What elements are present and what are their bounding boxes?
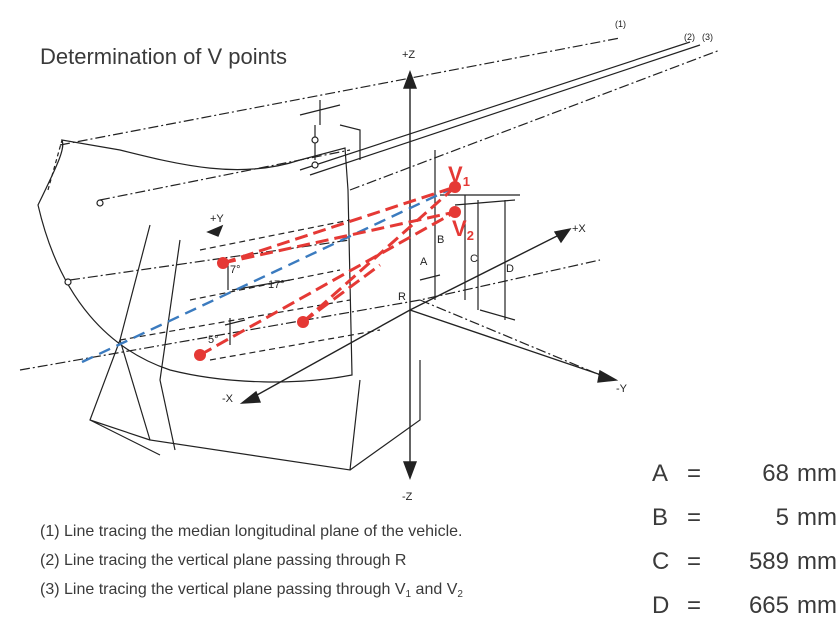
eye-point-lower — [194, 349, 206, 361]
line-marker-1: (1) — [615, 19, 626, 29]
sight-line-v1-lower — [302, 185, 456, 324]
v2-point — [449, 206, 461, 218]
minus-z-label: -Z — [402, 491, 413, 503]
z-axis-arrow-down — [402, 461, 418, 480]
lower-projection-lines — [19, 259, 601, 376]
minus-x-label: -X — [222, 393, 234, 405]
r-label: R — [398, 291, 406, 303]
plus-y-label: +Y — [210, 213, 224, 225]
angle-5-label: 5° — [208, 334, 219, 346]
projection-line-1 — [59, 37, 621, 146]
sight-line-v1-upper — [222, 185, 456, 265]
x-axis-line — [409, 231, 566, 311]
minus-y-label: -Y — [616, 383, 628, 395]
note-2: (2) Line tracing the vertical plane pass… — [40, 552, 407, 569]
line-marker-2: (2) — [684, 32, 695, 42]
angle-marks — [224, 262, 291, 345]
y-axis-line — [409, 309, 611, 379]
plus-y-axis-arrow — [206, 224, 224, 237]
page-title: Determination of V points — [40, 44, 288, 69]
median-plane-line — [81, 185, 456, 364]
notes-list: (1) Line tracing the median longitudinal… — [40, 517, 463, 609]
dim-letter-a: A — [420, 256, 428, 268]
dim-letter-d: D — [506, 263, 514, 275]
body-box — [89, 224, 421, 471]
plus-x-label: +X — [572, 223, 586, 235]
note-3: (3) Line tracing the vertical plane pass… — [40, 581, 463, 600]
projection-line-3 — [69, 49, 721, 281]
sight-line-cross — [302, 263, 381, 324]
note-1: (1) Line tracing the median longitudinal… — [40, 523, 463, 540]
v2-label: V2 — [452, 216, 474, 243]
minus-y-axis-arrow — [597, 369, 619, 383]
minus-x-axis-arrow — [239, 390, 262, 404]
sight-line-v2-lower — [199, 210, 456, 357]
minus-x-axis-line — [247, 309, 411, 401]
v1-point — [449, 181, 461, 193]
angle-17-label: 17° — [268, 279, 285, 291]
x-axis-arrow — [553, 227, 572, 244]
eye-point-mid — [297, 316, 309, 328]
eye-point-upper — [217, 257, 229, 269]
windscreen-outline — [37, 139, 353, 383]
dim-letter-c: C — [470, 253, 478, 265]
z-axis-arrow-up — [402, 70, 418, 89]
top-reference-marks — [299, 100, 361, 160]
projection-line-2 — [299, 41, 701, 176]
angle-7-label: 7° — [230, 264, 241, 276]
windscreen-inner-edge — [47, 139, 63, 191]
dim-letter-b: B — [437, 234, 444, 246]
line-marker-3: (3) — [702, 32, 713, 42]
dimension-lines — [419, 150, 520, 321]
v1-label: V1 — [448, 162, 470, 189]
plus-z-label: +Z — [402, 49, 415, 61]
